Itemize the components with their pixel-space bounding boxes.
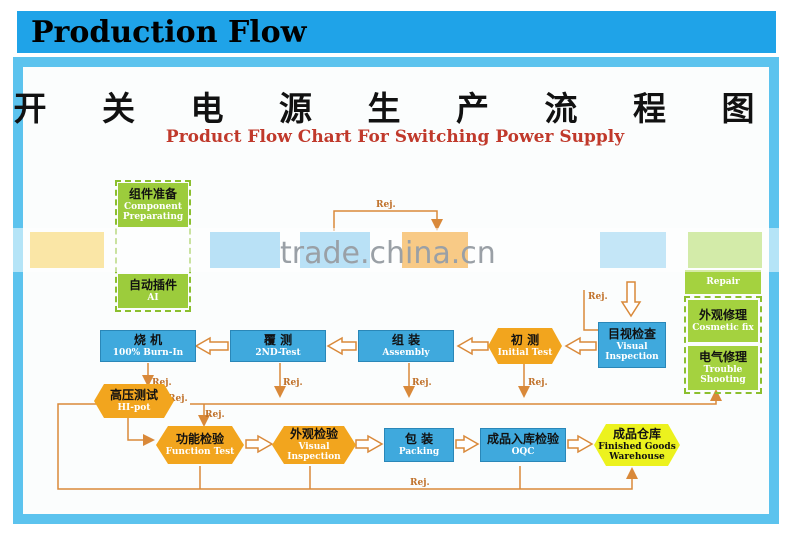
arrow-2nd-to-burnin <box>194 336 229 356</box>
node-warehouse-shape <box>594 424 680 466</box>
connector-rej-top <box>333 210 443 231</box>
node-initial-test-shape <box>488 328 562 364</box>
watermark-text: trade.china.cn <box>280 236 496 271</box>
rej-label-small: Rej. <box>205 410 225 420</box>
connector-rej-hipot <box>190 389 722 405</box>
rej-label-hipot: Rej. <box>168 394 188 404</box>
node-function-test-shape <box>156 426 244 464</box>
rej-label-top: Rej. <box>376 200 396 210</box>
node-visual-inspection2-shape <box>272 426 356 464</box>
arrow-visual-to-packing <box>355 434 384 454</box>
node-trouble-shooting: 电气修理 Trouble Shooting <box>688 346 758 390</box>
connector-rej-right <box>583 290 598 331</box>
rej-label-initial: Rej. <box>528 378 548 388</box>
arrow-assembly-to-2nd <box>326 336 357 356</box>
node-function-test: 功能检验 Function Test <box>165 431 235 457</box>
rej-label-bottom: Rej. <box>410 478 430 488</box>
arrow-down-to-visual <box>620 281 642 318</box>
arrow-function-to-visual <box>245 434 274 454</box>
rej-label-right: Rej. <box>588 292 608 302</box>
header-bar: Production Flow <box>17 11 776 53</box>
node-burn-in: 烧 机 100% Burn-In <box>100 330 196 362</box>
rej-label-burnin: Rej. <box>152 378 172 388</box>
arrow-visual-to-initial <box>564 336 597 356</box>
node-warehouse: 成品仓库 Finished Goods Warehouse <box>598 426 676 462</box>
node-repair: Repair <box>685 270 761 294</box>
arrow-oqc-to-warehouse <box>567 434 594 454</box>
node-auto-insert: 自动插件 AI <box>118 274 188 308</box>
node-2nd-test: 覆 测 2ND-Test <box>230 330 326 362</box>
arrow-packing-to-oqc <box>455 434 480 454</box>
node-packing: 包 装 Packing <box>384 428 454 462</box>
node-oqc: 成品入库检验 OQC <box>480 428 566 462</box>
page-title: Production Flow <box>31 15 307 50</box>
chart-title-zh: 开 关 电 源 生 产 流 程 图 <box>13 89 777 128</box>
connector-hipot-function <box>127 416 155 446</box>
rej-label-assembly: Rej. <box>412 378 432 388</box>
chart-title-en: Product Flow Chart For Switching Power S… <box>165 127 625 147</box>
repair-column <box>684 296 762 394</box>
node-visual-inspection2: 外观检验 Visual Inspection <box>287 426 341 462</box>
node-hipot-shape <box>94 384 174 418</box>
node-component-prep: 组件准备 Component Preparating <box>118 183 188 227</box>
arrow-initial-to-assembly <box>456 336 489 356</box>
watermark-band <box>0 228 790 272</box>
node-hipot: 高压测试 HI-pot <box>109 387 158 413</box>
node-cosmetic-fix: 外观修理 Cosmetic fix <box>688 300 758 342</box>
node-assembly: 组 装 Assembly <box>358 330 454 362</box>
node-initial-test: 初 测 Initial Test <box>497 332 553 358</box>
rej-label-2nd: Rej. <box>283 378 303 388</box>
node-visual-inspection: 目视检查 Visual Inspection <box>598 322 666 368</box>
connector-left-loop <box>57 403 638 490</box>
